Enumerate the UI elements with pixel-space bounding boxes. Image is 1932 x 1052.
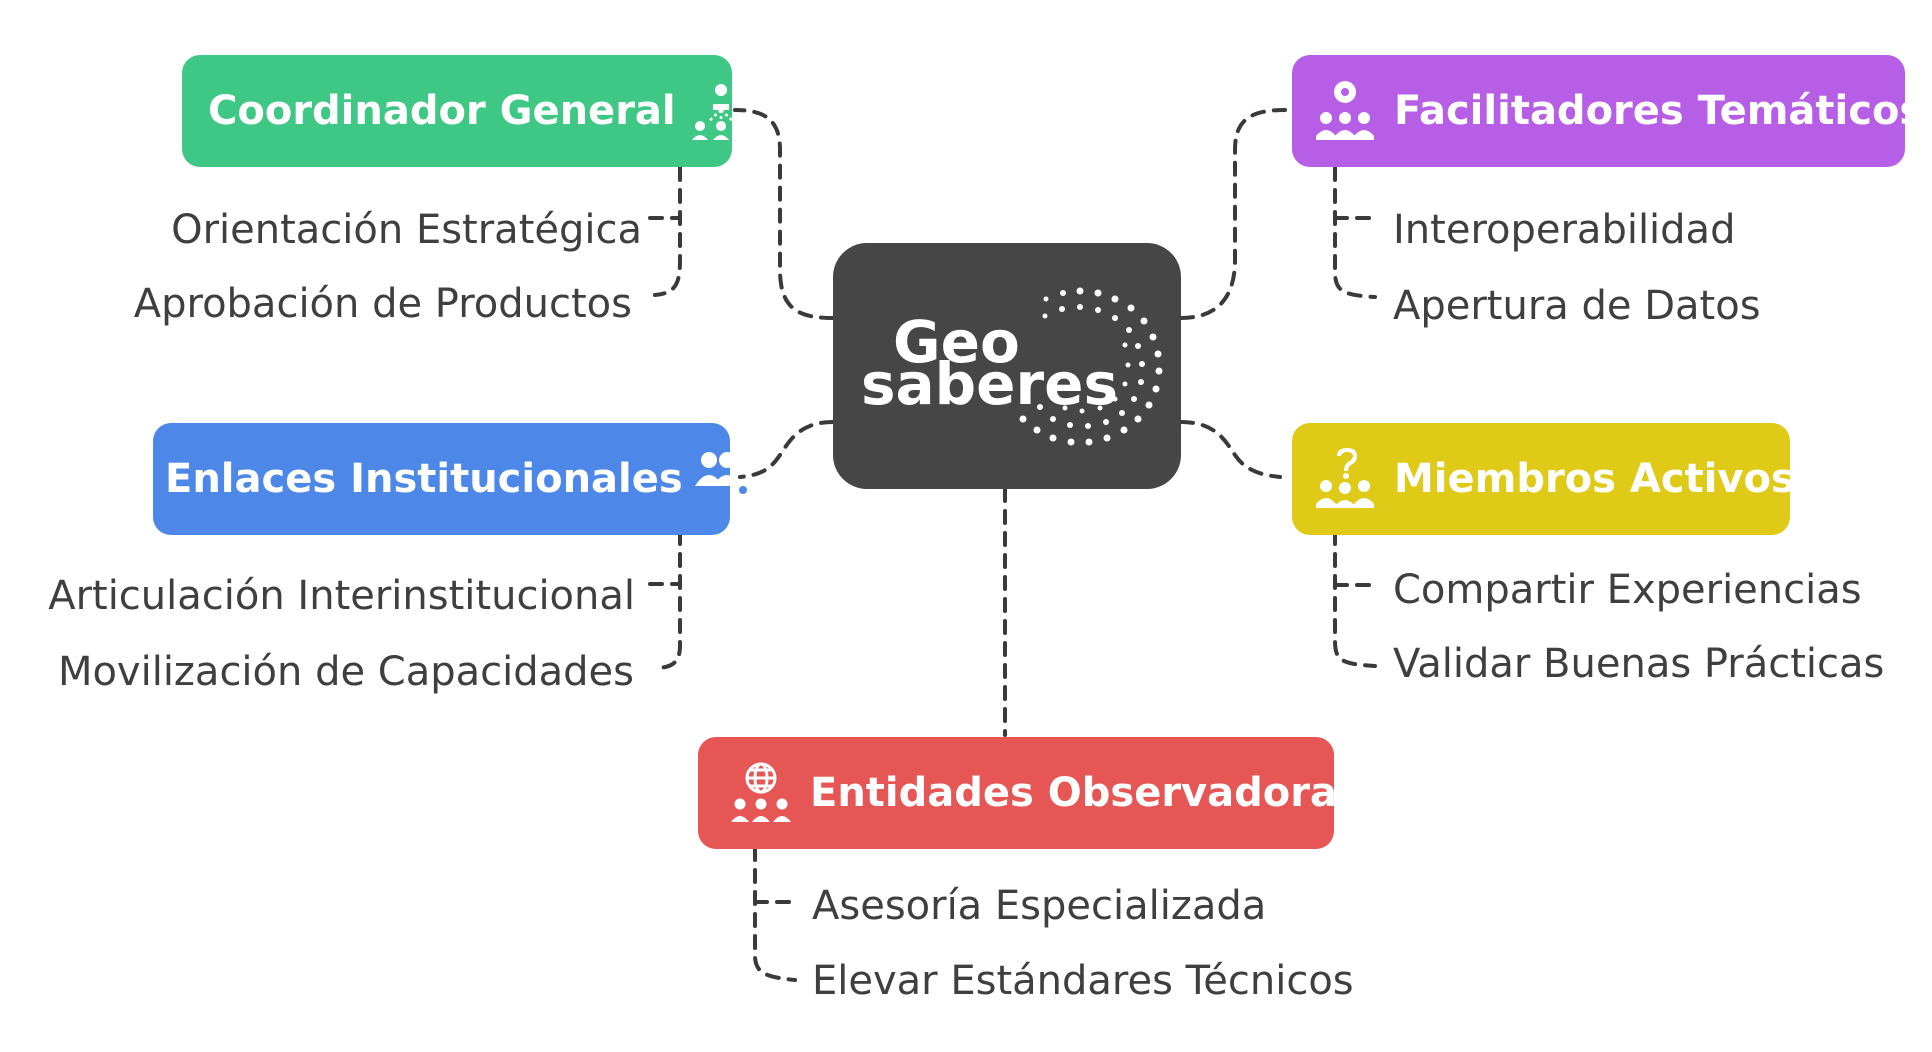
sub-coordinador-1: Orientación Estratégica [171, 207, 642, 253]
bracket-miembros [1333, 530, 1377, 668]
node-miembros-activos: Miembros Activos [1292, 423, 1795, 535]
center-logo-text: Geo saberes [861, 308, 1118, 413]
connector-enlaces [738, 420, 835, 479]
sub-enlaces-1: Articulación Interinstitucional [48, 573, 635, 619]
node-facilitadores-tematicos: Facilitadores Temáticos [1292, 55, 1923, 167]
group-idea-icon [1312, 78, 1378, 144]
sub-facilitadores-1: Interoperabilidad [1393, 207, 1736, 253]
sub-miembros-2: Validar Buenas Prácticas [1393, 641, 1885, 687]
node-entidades-label: Entidades Observadoras [810, 770, 1361, 816]
sub-enlaces-2: Movilización de Capacidades [57, 649, 634, 695]
bracket-entidades [753, 846, 797, 982]
node-miembros-label: Miembros Activos [1394, 456, 1795, 502]
center-line1: Geo [893, 308, 1020, 376]
sub-entidades-2: Elevar Estándares Técnicos [812, 958, 1354, 1004]
node-coordinador-label: Coordinador General [208, 88, 676, 134]
bracket-enlaces [653, 530, 682, 670]
node-enlaces-label: Enlaces Institucionales [165, 456, 683, 502]
sub-entidades-1: Asesoría Especializada [812, 883, 1267, 929]
node-enlaces-institucionales: Enlaces Institucionales [153, 423, 753, 535]
group-globe-icon [728, 760, 794, 826]
node-entidades-observadoras: Entidades Observadoras [698, 737, 1361, 849]
dotted-ring-icon [1019, 287, 1163, 446]
node-coordinador-general: Coordinador General [182, 55, 750, 167]
node-facilitadores-label: Facilitadores Temáticos [1394, 88, 1924, 134]
connector-facilitadores [1179, 108, 1287, 320]
bracket-coordinador [653, 166, 682, 297]
sub-facilitadores-2: Apertura de Datos [1393, 283, 1761, 329]
sub-miembros-1: Compartir Experiencias [1393, 567, 1862, 613]
center-node: Geo saberes [833, 243, 1181, 489]
sub-coordinador-2: Aprobación de Productos [133, 281, 632, 327]
center-line2: saberes [861, 350, 1118, 418]
connector-miembros [1179, 420, 1282, 479]
group-question-icon [1312, 446, 1378, 512]
people-location-icon [693, 446, 759, 512]
connector-coordinador [733, 108, 835, 320]
org-hierarchy-icon [688, 78, 754, 144]
bracket-facilitadores [1333, 166, 1377, 299]
